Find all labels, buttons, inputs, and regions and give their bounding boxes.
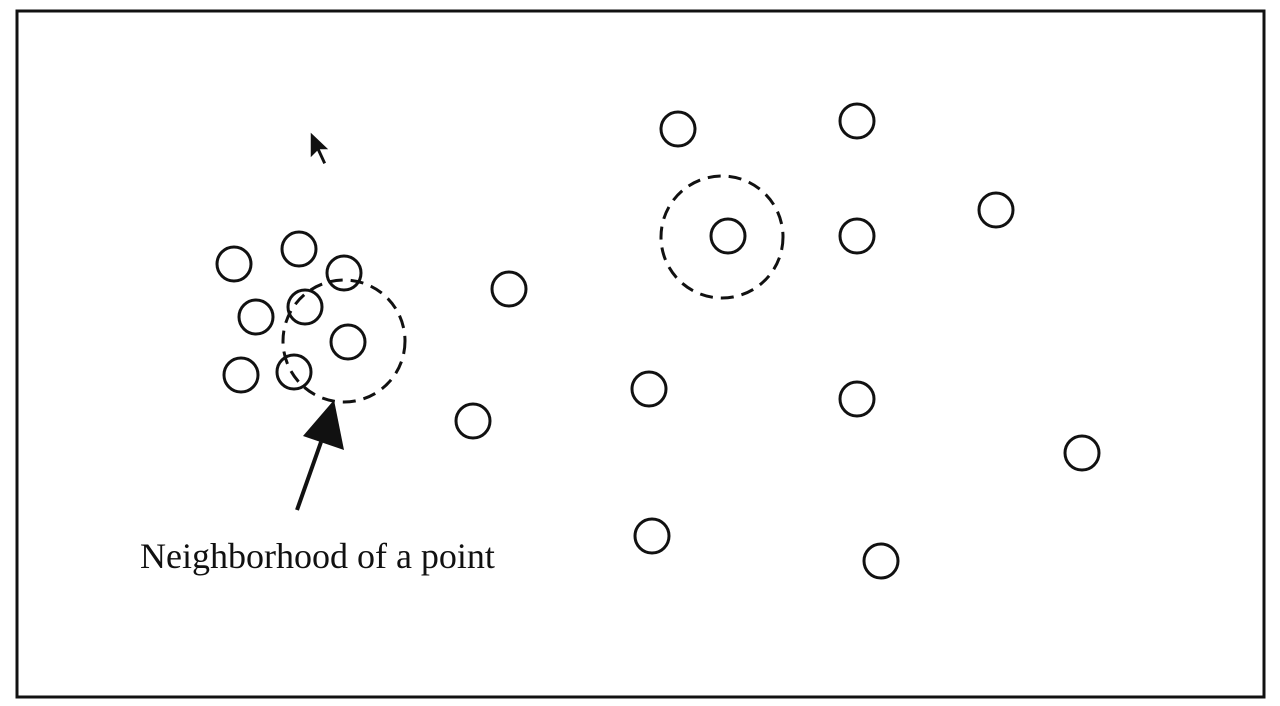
neighborhood-circle: [659, 174, 785, 300]
data-point: [838, 102, 876, 140]
diagram-caption: Neighborhood of a point: [140, 536, 495, 576]
data-point: [977, 191, 1015, 229]
data-point: [280, 230, 318, 268]
data-point: [633, 517, 671, 555]
data-point: [838, 380, 876, 418]
data-point: [286, 288, 324, 326]
data-point: [490, 270, 528, 308]
arrow-shaft: [295, 441, 323, 511]
mouse-pointer-icon: [309, 129, 332, 167]
data-point: [659, 110, 697, 148]
data-point: [325, 254, 363, 292]
diagram-frame: [15, 9, 1266, 699]
data-point: [237, 298, 275, 336]
arrow-head: [303, 400, 344, 450]
data-point: [1063, 434, 1101, 472]
data-point: [275, 353, 313, 391]
neighborhood-circle: [281, 278, 407, 404]
data-point: [630, 370, 668, 408]
data-point: [838, 217, 876, 255]
data-point: [709, 217, 747, 255]
data-point: [329, 323, 367, 361]
arrow-icon: [295, 400, 344, 511]
data-point: [222, 356, 260, 394]
data-point: [862, 542, 900, 580]
data-point: [454, 402, 492, 440]
data-points: [215, 102, 1101, 580]
data-point: [215, 245, 253, 283]
